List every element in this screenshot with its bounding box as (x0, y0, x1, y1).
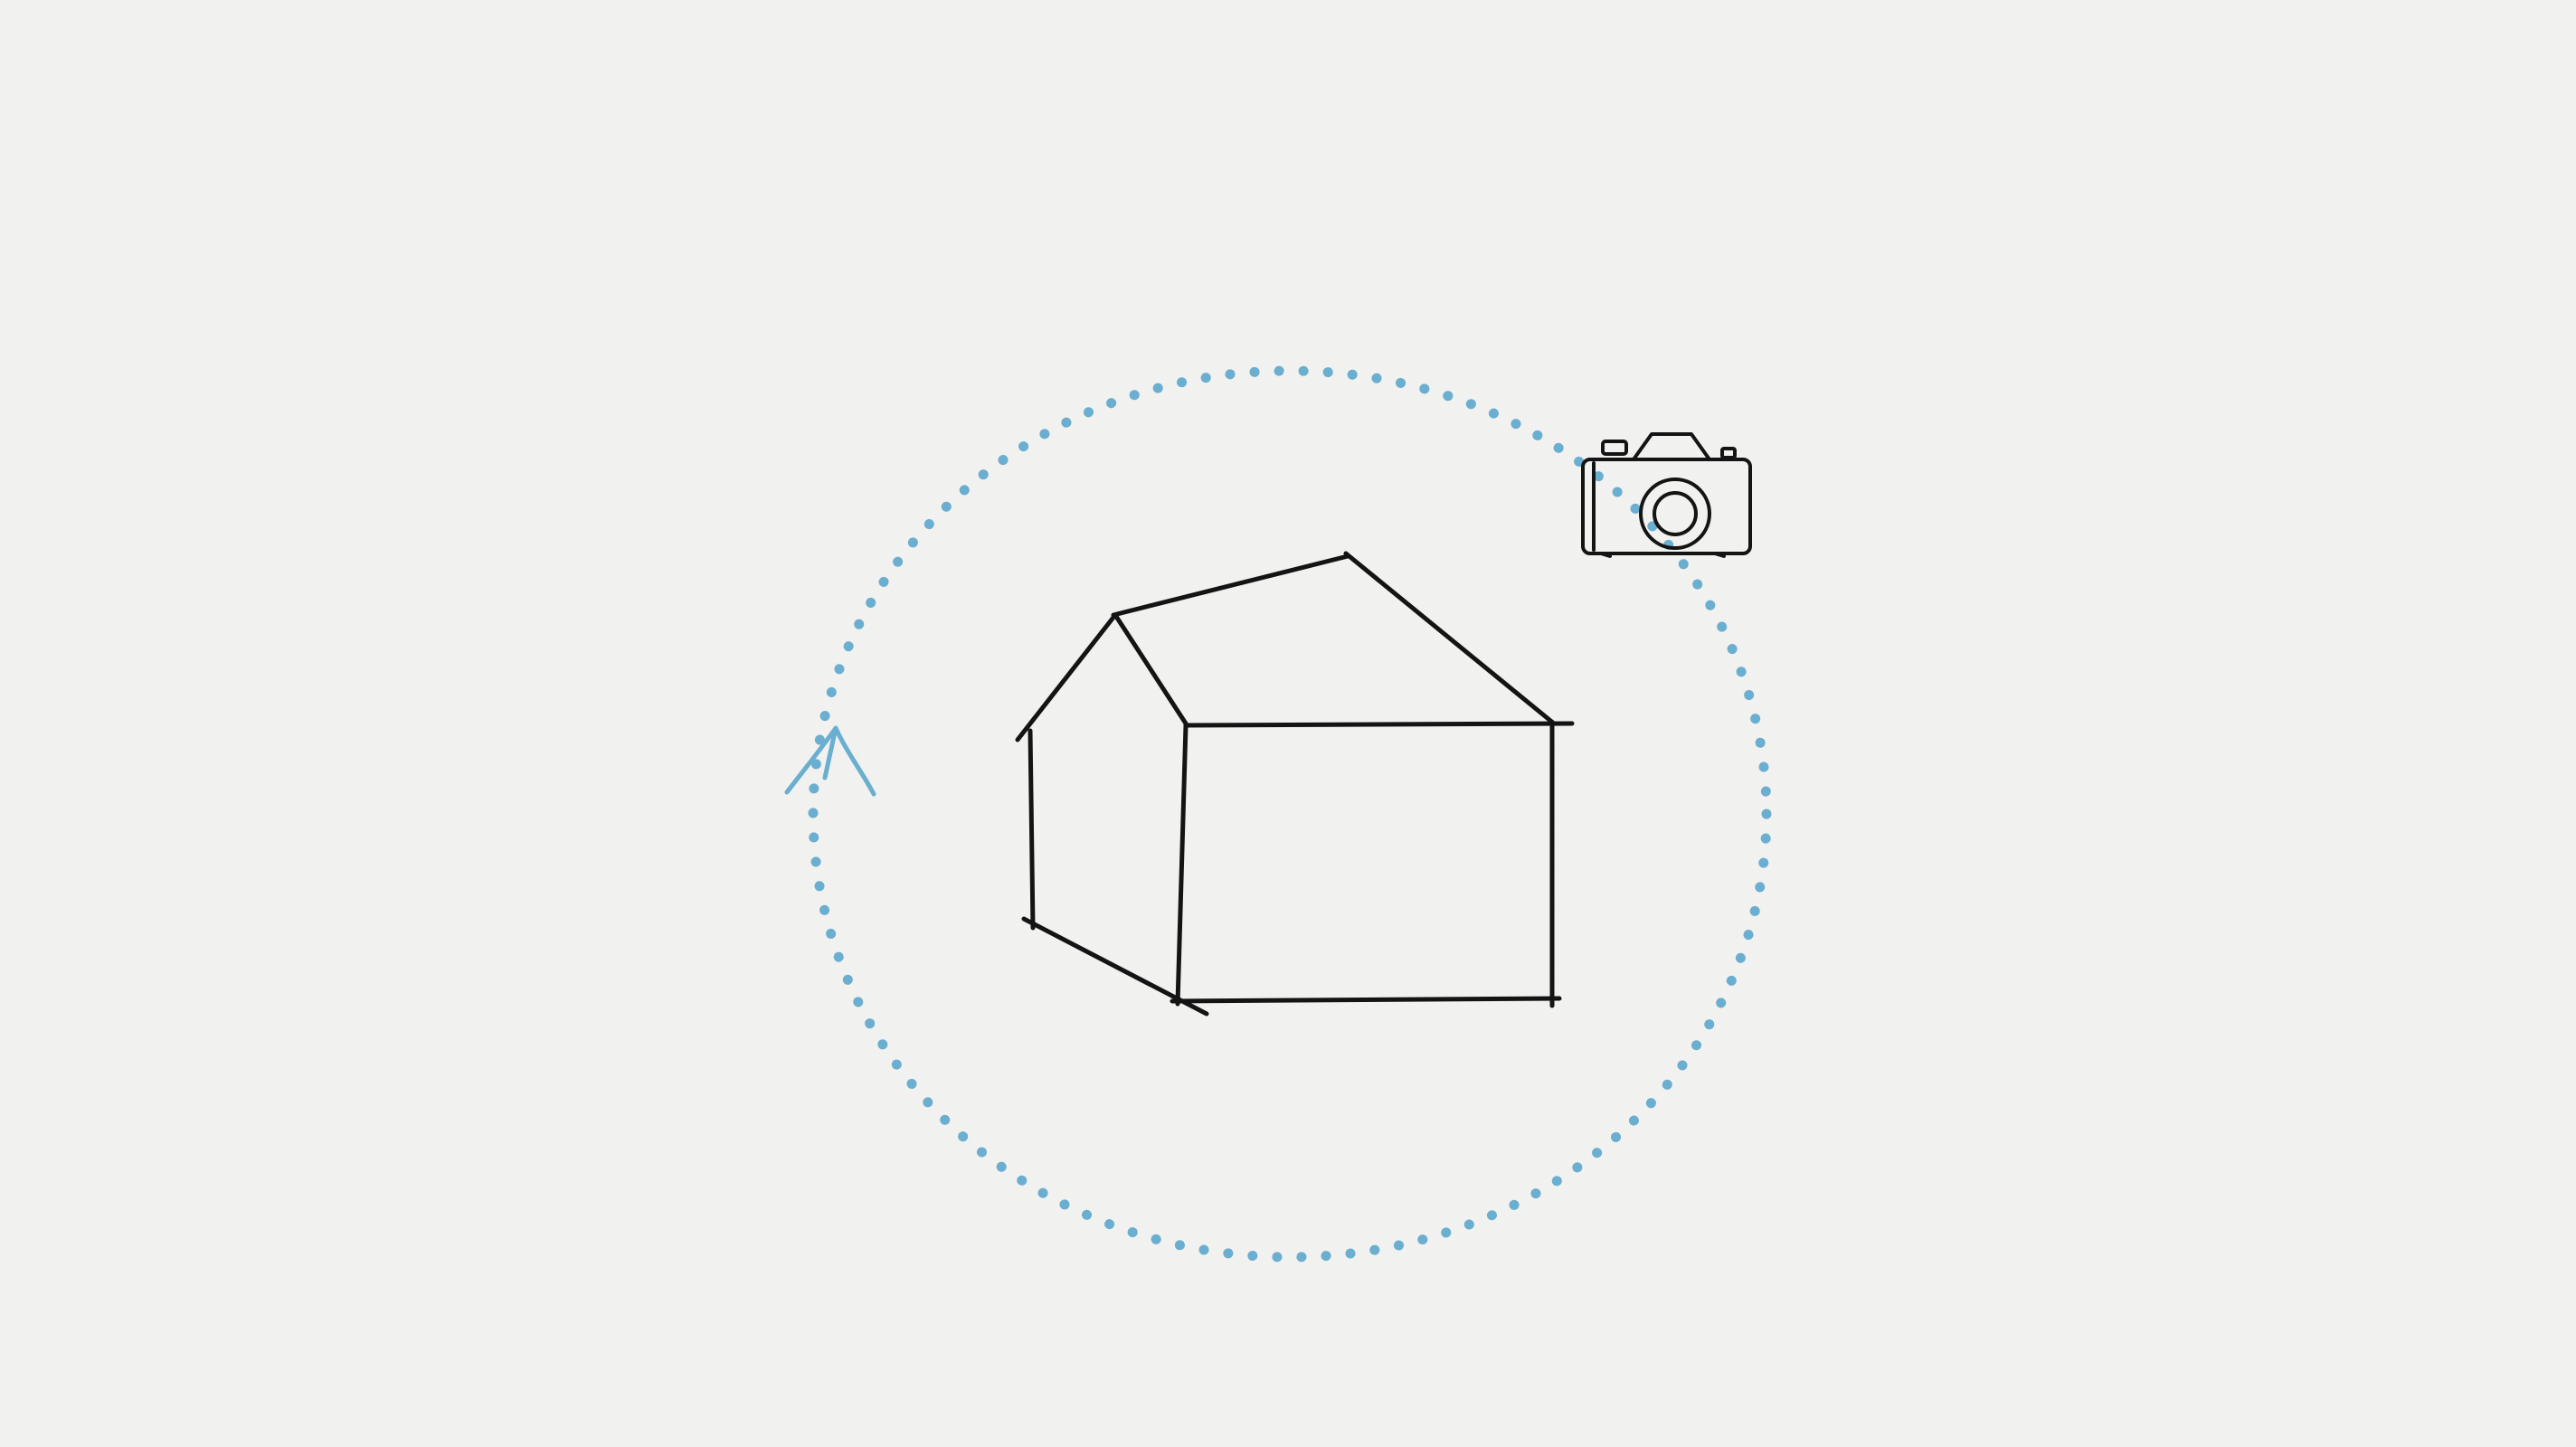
house-front-left-edge (1175, 723, 1189, 1007)
house-eave (1183, 721, 1575, 728)
camera-lens-outer (1639, 478, 1711, 550)
camera-feet (1599, 552, 1726, 558)
camera-shutter-button (1601, 440, 1628, 456)
house-side-base (1021, 916, 1209, 1017)
house-left-wall (1028, 728, 1036, 931)
orbit-direction-arrow-icon (784, 725, 876, 797)
camera-viewfinder (1632, 432, 1711, 461)
orbit-path (808, 365, 1772, 1263)
house-roof-front-slope (1343, 551, 1557, 726)
camera-icon (1581, 432, 1752, 558)
house-icon (1015, 551, 1575, 1017)
house-left-gable (1015, 612, 1189, 742)
camera-top-dial (1720, 447, 1737, 459)
house-front-base (1170, 996, 1562, 1004)
camera-body (1581, 458, 1752, 555)
camera-lens-inner (1653, 491, 1698, 536)
house-roof-ridge (1111, 553, 1350, 618)
